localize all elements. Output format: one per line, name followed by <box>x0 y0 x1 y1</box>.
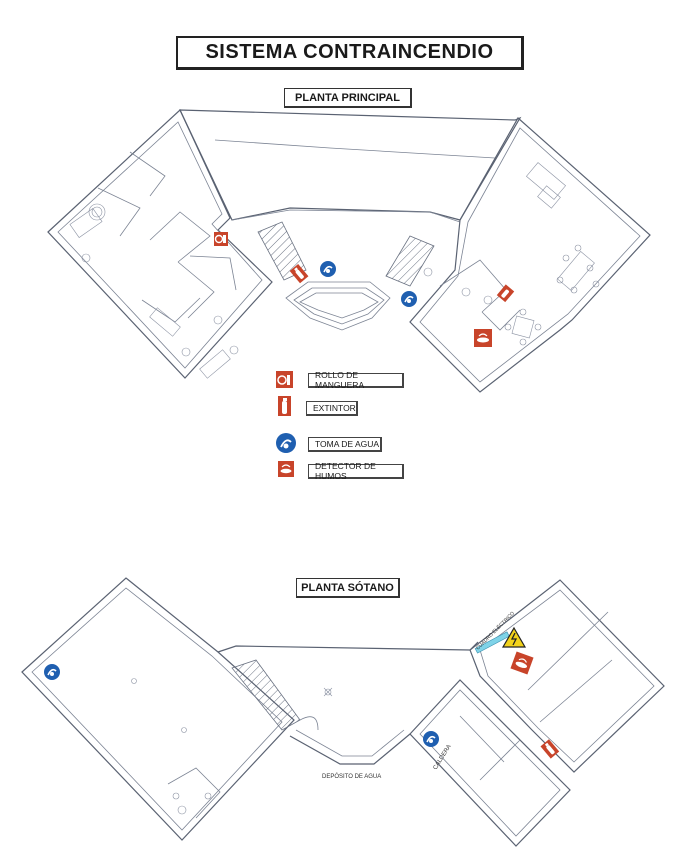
extinguisher-icon <box>278 396 291 416</box>
smoke-detector-icon <box>278 461 294 477</box>
water-intake-icon <box>423 731 439 747</box>
water-intake-icon <box>401 291 417 307</box>
legend-label-extinguisher: EXTINTOR <box>306 401 358 416</box>
legend-label-hose-reel: ROLLO DE MANGUERA <box>308 370 404 390</box>
hose-reel-icon <box>214 232 228 246</box>
water-intake-icon <box>320 261 336 277</box>
main-floor-plan <box>47 108 651 393</box>
extinguisher-icon <box>289 263 309 284</box>
legend-label-water-intake: TOMA DE AGUA <box>308 437 382 452</box>
basement-floor-plan <box>21 577 665 847</box>
hose-reel-icon <box>276 371 293 388</box>
extinguisher-icon <box>540 739 560 759</box>
smoke-detector-icon <box>474 329 492 347</box>
water-tank-label: DEPÓSITO DE AGUA <box>322 773 381 780</box>
main-floor-label: PLANTA PRINCIPAL <box>284 88 412 108</box>
boiler-label: CALDERA <box>433 744 453 771</box>
page-title: SISTEMA CONTRAINCENDIO <box>176 36 524 70</box>
water-intake-icon <box>44 664 60 680</box>
legend-label-smoke-detector: DETECTOR DE HUMOS <box>308 461 404 481</box>
electrical-warning-icon <box>501 626 527 648</box>
basement-floor-label: PLANTA SÓTANO <box>296 578 400 598</box>
water-intake-icon <box>276 433 296 453</box>
smoke-detector-icon <box>510 651 534 675</box>
extinguisher-icon <box>496 284 515 303</box>
